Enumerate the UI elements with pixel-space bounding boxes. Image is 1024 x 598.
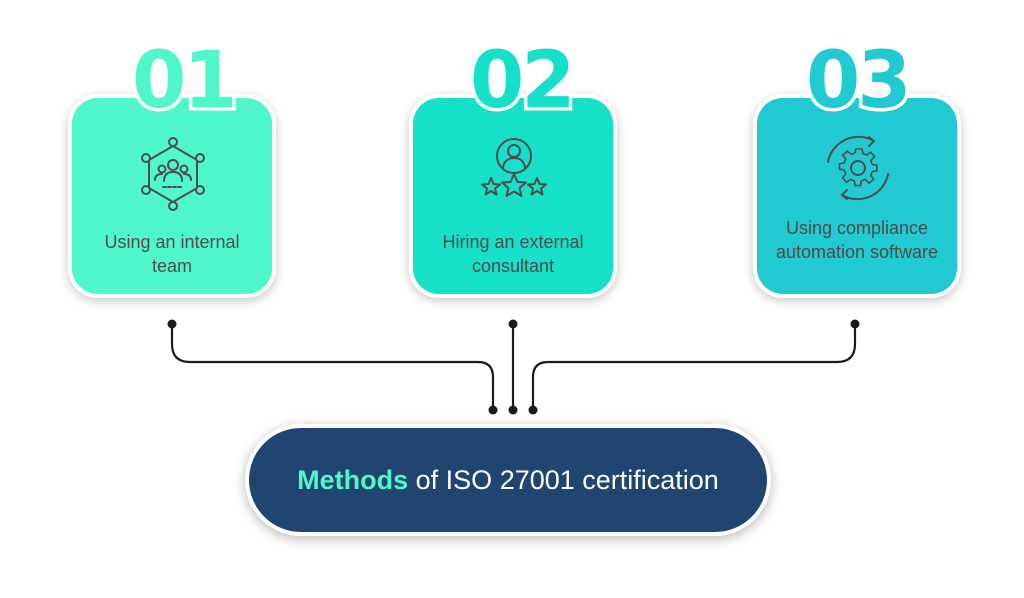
consultant-rating-icon xyxy=(479,136,549,212)
automation-gear-icon xyxy=(823,130,893,206)
center-title: Methods of ISO 27001 certification xyxy=(297,465,719,496)
step-card-1: Using an internal team xyxy=(68,94,276,298)
step-1-label: Using an internal team xyxy=(104,232,240,276)
connector-3 xyxy=(531,324,857,410)
center-title-highlight: Methods xyxy=(297,464,409,495)
connector-1 xyxy=(170,324,495,410)
connector-dot xyxy=(508,405,518,415)
team-network-icon xyxy=(138,136,208,212)
connector-dot xyxy=(528,405,538,415)
step-card-3: Using compliance automation software xyxy=(753,94,961,298)
center-title-pill: Methods of ISO 27001 certification xyxy=(245,424,771,536)
connector-dot xyxy=(850,319,860,329)
step-number-3: 03 xyxy=(803,36,916,126)
step-2-label: Hiring an external consultant xyxy=(442,232,584,276)
connector-dot xyxy=(488,405,498,415)
connector-dot xyxy=(167,319,177,329)
connector-dot xyxy=(508,319,518,329)
step-number-2: 02 xyxy=(467,36,580,126)
step-number-1: 01 xyxy=(129,36,242,126)
step-card-2: Hiring an external consultant xyxy=(409,94,617,298)
step-3-label: Using compliance automation software xyxy=(775,218,939,262)
center-title-rest: of ISO 27001 certification xyxy=(408,464,719,495)
